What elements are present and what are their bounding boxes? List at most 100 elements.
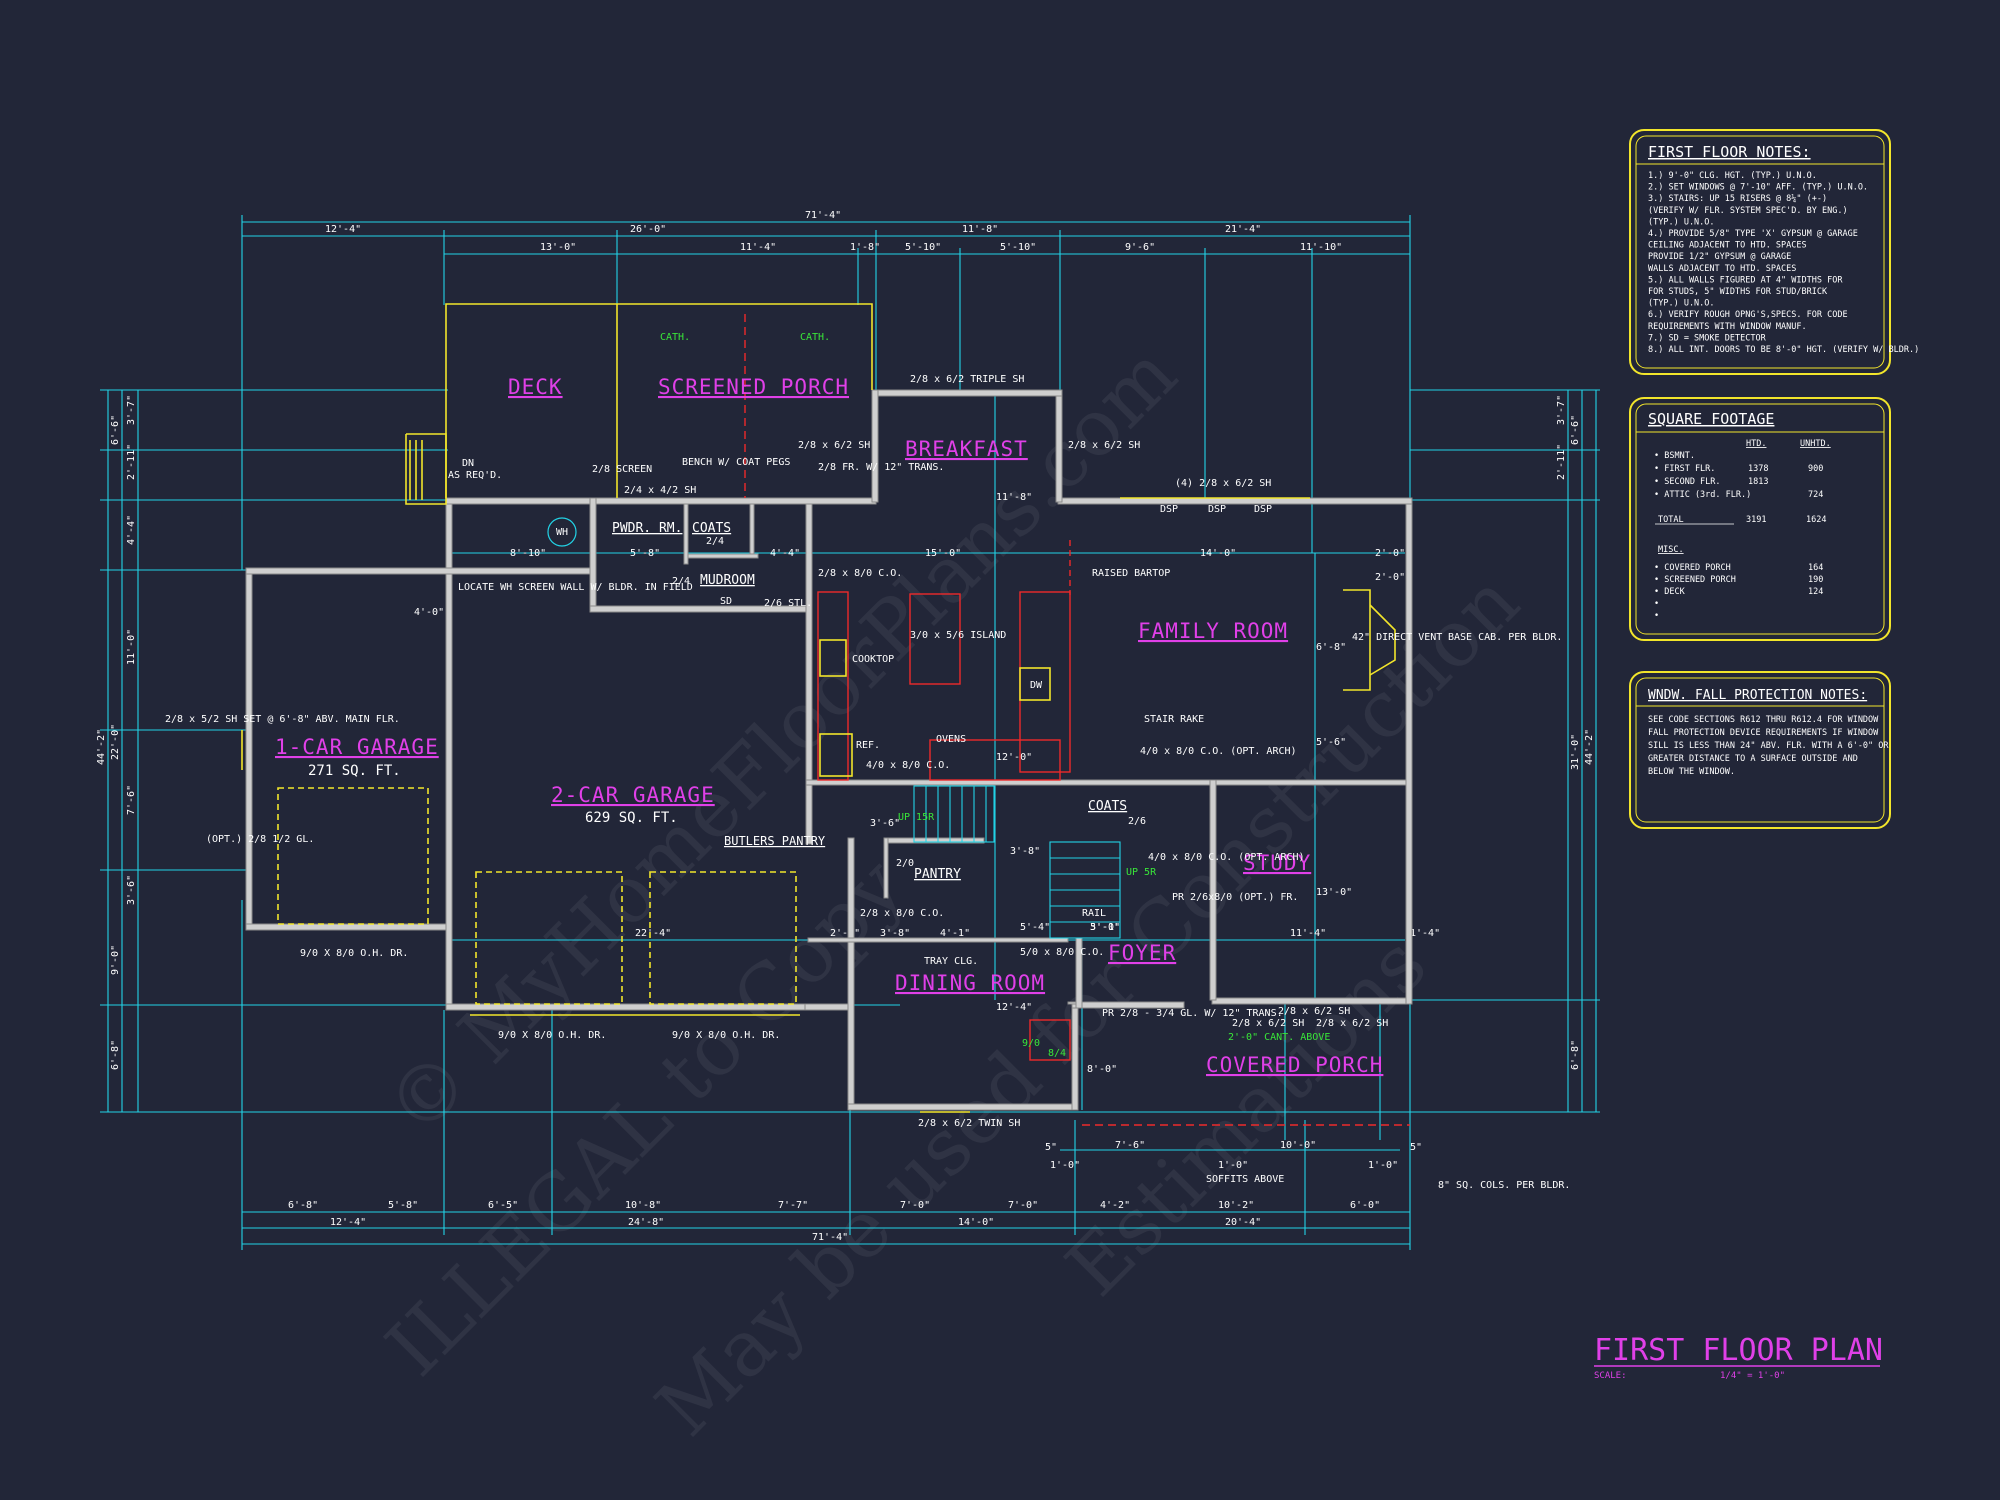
dim-text: 5'-4" [1020, 922, 1050, 933]
dim-text: 21'-4" [1225, 224, 1261, 235]
dim-text: 13'-0" [540, 242, 576, 253]
dim-text: 5'-8" [388, 1200, 418, 1211]
label-up-15r: UP 15R [898, 812, 935, 823]
fall-panel-line: BELOW THE WINDOW. [1648, 767, 1735, 777]
label-co-28: 2/8 x 8/0 C.O. [818, 568, 902, 579]
wall [1211, 997, 1413, 1005]
dim-text: 3'-6" [126, 875, 137, 905]
room-label-two-car-garage: 2-CAR GARAGE [551, 783, 715, 807]
dim-text: 3'-7" [126, 395, 137, 425]
label-stl: 2/6 STL. [764, 598, 812, 609]
sqft-row-label: • BSMNT. [1654, 451, 1695, 461]
wall [445, 1003, 839, 1011]
dim-text: 3'-0" [1090, 922, 1120, 933]
notes-panel-line: 7.) SD = SMOKE DETECTOR [1648, 333, 1767, 343]
wall [445, 497, 877, 505]
label-ohdr-3: 9/0 X 8/0 O.H. DR. [672, 1030, 780, 1041]
sqft-col-htd: HTD. [1746, 439, 1766, 449]
room-label-coats-upper: COATS [692, 521, 731, 536]
notes-panel-line: PROVIDE 1/2" GYPSUM @ GARAGE [1648, 252, 1791, 262]
staircase [913, 785, 1121, 939]
plan-scale-value: 1/4" = 1'-0" [1720, 1371, 1785, 1381]
notes-panel-line: 3.) STAIRS: UP 15 RISERS @ 8¼" (+-) [1648, 194, 1827, 204]
wall [445, 497, 453, 1011]
dim-text: 10'-2" [1218, 1200, 1254, 1211]
fall-protection-panel: WNDW. FALL PROTECTION NOTES: SEE CODE SE… [1629, 671, 1891, 829]
wall [847, 1103, 1075, 1111]
plan-title: FIRST FLOOR PLAN [1594, 1333, 1883, 1368]
label-cath-1: CATH. [660, 332, 690, 343]
wall [749, 503, 755, 555]
label-base-cab: BASE CAB. PER BLDR. [1448, 632, 1562, 643]
dim-text: 15'-0" [925, 548, 961, 559]
dim-text: 5'-1" [1090, 922, 1120, 933]
sqft-misc-label: • [1654, 611, 1659, 621]
wall [245, 567, 253, 931]
plan-title-block: FIRST FLOOR PLAN SCALE: 1/4" = 1'-0" [1594, 1333, 1883, 1381]
dim-text: 7'-6" [1115, 1140, 1145, 1151]
fireplace [1343, 589, 1396, 691]
label-dn: DN [462, 458, 474, 469]
label-co-40: 4/0 x 8/0 C.O. [866, 760, 950, 771]
sqft-misc-label: • COVERED PORCH [1654, 563, 1731, 573]
dim-text: 22'-0" [110, 724, 121, 760]
dim-text: 2'-4" [830, 928, 860, 939]
sqft-misc-label: MISC. [1658, 545, 1684, 555]
label-d-90: 9/0 [1022, 1038, 1040, 1049]
room-label-deck: DECK [508, 375, 563, 399]
label-door-24b: 2/4 [706, 536, 724, 547]
wall [873, 389, 1063, 397]
dim-text: 8'-0" [1087, 1064, 1117, 1075]
label-locate-wh: LOCATE WH SCREEN WALL W/ BLDR. IN FIELD [458, 582, 693, 593]
dim-text: 71'-4" [812, 1232, 848, 1243]
label-dw: DW [1030, 680, 1043, 691]
wall [805, 503, 813, 845]
garage-area-two: 629 SQ. FT. [585, 810, 678, 826]
notes-panel-title: FIRST FLOOR NOTES: [1648, 143, 1811, 161]
sqft-total-htd: 3191 [1746, 515, 1766, 525]
label-island: 3/0 x 5/6 ISLAND [910, 630, 1006, 641]
garage-area-one: 271 SQ. FT. [308, 763, 401, 779]
notes-panel-line: REQUIREMENTS WITH WINDOW MANUF. [1648, 322, 1807, 332]
room-label-study: STUDY [1243, 851, 1311, 875]
dim-text: 6'-6" [110, 415, 121, 445]
sqft-total-unhtd: 1624 [1806, 515, 1826, 525]
wall [589, 497, 597, 613]
room-label-family-room: FAMILY ROOM [1138, 619, 1288, 643]
room-label-coats-lower: COATS [1088, 799, 1127, 814]
label-soffits: SOFFITS ABOVE [1206, 1174, 1284, 1185]
dim-text: 5'-10" [1000, 242, 1036, 253]
dim-text: 11'-4" [740, 242, 776, 253]
room-label-foyer: FOYER [1108, 941, 1176, 965]
dim-text: 7'-0" [1008, 1200, 1038, 1211]
dim-text: 6'-6" [1570, 415, 1581, 445]
dim-text: 9'-6" [1125, 242, 1155, 253]
dim-text: 1'-0" [1368, 1160, 1398, 1171]
dim-text: 9'-0" [110, 945, 121, 975]
wall [1055, 389, 1063, 503]
wall [1057, 497, 1413, 505]
label-sh-porch-1: 2/8 x 6/2 SH [1278, 1006, 1350, 1017]
label-ohdr-2: 9/0 X 8/0 O.H. DR. [498, 1030, 606, 1041]
dim-text: 6'-5" [488, 1200, 518, 1211]
wall [883, 837, 889, 899]
sqft-row-label: • ATTIC (3rd. FLR.) [1654, 490, 1751, 500]
outdoor-outlines [241, 303, 1310, 1113]
dim-text: 11'-8" [962, 224, 998, 235]
wall [1405, 497, 1413, 1005]
dim-text: 4'-4" [126, 515, 137, 545]
label-door-24: 2/4 [672, 576, 690, 587]
dim-text: 4'-0" [414, 607, 444, 618]
dim-text: 5'-6" [1316, 737, 1346, 748]
notes-panel-line: (TYP.) U.N.O. [1648, 299, 1715, 309]
dim-text: 1'-8" [850, 242, 880, 253]
wall [1071, 1001, 1079, 1111]
sqft-row-htd: 1813 [1748, 477, 1768, 487]
notes-panel-line: 5.) ALL WALLS FIGURED AT 4" WIDTHS FOR [1648, 275, 1843, 285]
room-label-pantry: PANTRY [914, 867, 961, 882]
dim-text: 6'-8" [110, 1040, 121, 1070]
dim-text: 12'-4" [330, 1217, 366, 1228]
room-label-powder-room: PWDR. RM. [612, 521, 682, 536]
